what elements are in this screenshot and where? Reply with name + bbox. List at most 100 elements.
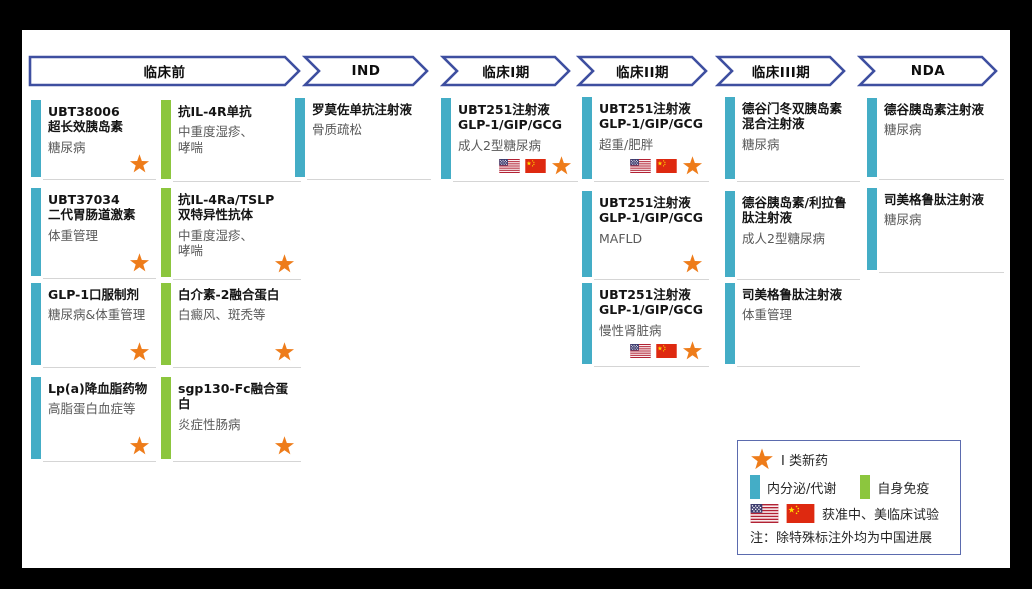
card-title: UBT37034 二代胃肠道激素	[48, 192, 136, 223]
legend-row-class1: I 类新药	[750, 448, 948, 471]
star-icon	[129, 253, 150, 273]
card-divider	[879, 272, 1004, 273]
star-icon	[551, 156, 572, 176]
pipeline-card: 德谷胰岛素/利拉鲁 肽注射液成人2型糖尿病	[725, 191, 860, 280]
card-indication: 超重/肥胖	[599, 136, 654, 152]
legend-box: I 类新药 内分泌/代谢 自身免疫 获准中、美临床试验 注：除特殊标注外均为中国…	[737, 440, 961, 555]
legend-endocrine-label: 内分泌/代谢	[767, 481, 837, 497]
card-title: 罗莫佐单抗注射液	[312, 102, 413, 117]
pipeline-card: 罗莫佐单抗注射液骨质疏松	[295, 98, 431, 180]
us-flag-icon	[630, 159, 651, 173]
cn-flag-icon	[786, 503, 815, 523]
legend-note: 注：除特殊标注外均为中国进展	[750, 530, 933, 546]
card-indication: 糖尿病	[884, 212, 922, 228]
card-divider	[737, 181, 860, 182]
endocrine-category-bar	[31, 377, 41, 459]
us-flag-icon	[630, 344, 651, 358]
stage-arrow-6: NDA	[856, 55, 998, 87]
legend-row-categories: 内分泌/代谢 自身免疫	[750, 475, 948, 500]
card-indication: 白癜风、斑秃等	[178, 307, 266, 323]
card-title: UBT38006 超长效胰岛素	[48, 104, 124, 135]
card-title: 德谷门冬双胰岛素 混合注射液	[742, 101, 843, 132]
card-indication: 体重管理	[48, 227, 99, 243]
card-title: 德谷胰岛素注射液	[884, 102, 985, 117]
card-indication: 糖尿病	[742, 136, 780, 152]
us-flag-icon	[750, 503, 779, 523]
card-title: 司美格鲁肽注射液	[884, 192, 985, 207]
us-flag-icon	[499, 159, 520, 173]
card-indication: 成人2型糖尿病	[458, 137, 541, 153]
card-indication: 骨质疏松	[312, 122, 363, 138]
card-indication: 高脂蛋白血症等	[48, 401, 136, 417]
stage-label: 临床III期	[751, 65, 811, 81]
endocrine-category-bar	[582, 97, 592, 179]
card-indication: 糖尿病	[48, 139, 86, 155]
card-divider	[879, 179, 1004, 180]
card-title: 德谷胰岛素/利拉鲁 肽注射液	[742, 195, 847, 226]
card-divider	[737, 366, 860, 367]
card-title: UBT251注射液 GLP-1/GIP/GCG	[458, 102, 562, 133]
card-title: 司美格鲁肽注射液	[742, 287, 843, 302]
card-indication: 慢性肾脏病	[599, 322, 662, 338]
card-badges	[129, 253, 150, 273]
pipeline-card: GLP-1口服制剂糖尿病&体重管理	[31, 283, 156, 368]
card-divider	[594, 279, 709, 280]
card-divider	[43, 461, 156, 462]
card-badges	[274, 342, 295, 362]
pipeline-card: 德谷门冬双胰岛素 混合注射液糖尿病	[725, 97, 860, 182]
card-title: 抗IL-4Ra/TSLP 双特异性抗体	[178, 192, 275, 223]
endocrine-category-bar	[582, 191, 592, 277]
card-indication: 成人2型糖尿病	[742, 230, 825, 246]
stage-arrow-5: 临床III期	[714, 55, 846, 87]
endocrine-category-bar	[31, 100, 41, 177]
autoimmune-category-bar	[161, 283, 171, 365]
card-divider	[594, 181, 709, 182]
card-badges	[274, 254, 295, 274]
star-icon	[274, 342, 295, 362]
endocrine-category-bar	[295, 98, 305, 177]
card-divider	[43, 278, 156, 279]
autoimmune-swatch-icon	[860, 475, 871, 500]
stage-label: IND	[351, 63, 381, 79]
star-icon	[682, 341, 703, 361]
stage-label: 临床II期	[615, 65, 670, 81]
card-badges	[630, 156, 703, 176]
pipeline-card: Lp(a)降血脂药物高脂蛋白血症等	[31, 377, 156, 462]
legend-flags-label: 获准中、美临床试验	[822, 507, 940, 523]
card-badges	[274, 436, 295, 456]
pipeline-card: 白介素-2融合蛋白白癜风、斑秃等	[161, 283, 301, 368]
autoimmune-category-bar	[161, 188, 171, 277]
card-title: sgp130-Fc融合蛋白	[178, 381, 289, 412]
pipeline-card: 德谷胰岛素注射液糖尿病	[867, 98, 1004, 180]
autoimmune-category-bar	[161, 100, 171, 179]
pipeline-card: UBT37034 二代胃肠道激素体重管理	[31, 188, 156, 279]
legend-class1-label: I 类新药	[781, 454, 828, 469]
stage-label: 临床I期	[482, 65, 530, 81]
stage-label: NDA	[910, 63, 946, 79]
pipeline-card: 抗IL-4Ra/TSLP 双特异性抗体中重度湿疹、 哮喘	[161, 188, 301, 280]
card-divider	[43, 367, 156, 368]
card-badges	[129, 342, 150, 362]
stage-arrow-4: 临床II期	[575, 55, 708, 87]
star-icon	[129, 342, 150, 362]
card-title: 抗IL-4R单抗	[178, 104, 252, 119]
pipeline-card: 司美格鲁肽注射液糖尿病	[867, 188, 1004, 273]
endocrine-category-bar	[31, 188, 41, 276]
card-title: GLP-1口服制剂	[48, 287, 140, 302]
pipeline-card: 抗IL-4R单抗中重度湿疹、 哮喘	[161, 100, 301, 182]
endocrine-category-bar	[725, 191, 735, 277]
stage-arrow-1: 临床前	[28, 55, 301, 87]
star-icon	[682, 156, 703, 176]
card-divider	[453, 181, 578, 182]
star-icon	[129, 436, 150, 456]
endocrine-category-bar	[725, 97, 735, 179]
endocrine-category-bar	[441, 98, 451, 179]
card-badges	[630, 341, 703, 361]
pipeline-card: UBT251注射液 GLP-1/GIP/GCG 成人2型糖尿病	[441, 98, 578, 182]
endocrine-category-bar	[582, 283, 592, 364]
card-indication: 糖尿病&体重管理	[48, 307, 146, 323]
star-icon	[682, 254, 703, 274]
card-indication: 中重度湿疹、 哮喘	[178, 227, 254, 259]
